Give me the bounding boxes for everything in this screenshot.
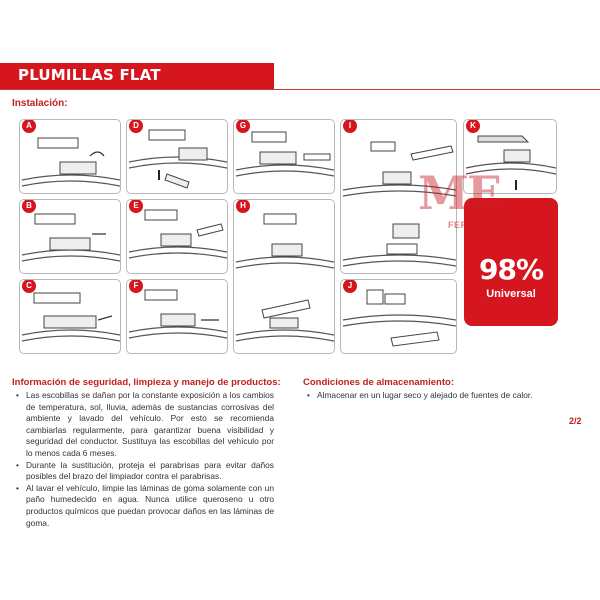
promo-text: Universal (486, 288, 536, 300)
step-panel-f: F (126, 279, 228, 354)
step-f-illustration (128, 289, 227, 339)
step-panel-c: C (19, 279, 121, 354)
step-g-illustration (235, 131, 334, 177)
storage-list: Almacenar en un lugar seco y alejado de … (307, 390, 557, 402)
promo-percent: 98% (478, 253, 544, 286)
safety-heading: Información de seguridad, limpieza y man… (12, 377, 281, 388)
step-label: C (22, 280, 36, 293)
step-label: J (343, 280, 357, 293)
header-bar (0, 63, 274, 90)
step-label: K (466, 120, 480, 133)
step-panel-a: A (19, 119, 121, 194)
step-panel-e: E (126, 199, 228, 274)
step-k-illustration (465, 135, 556, 190)
step-label: H (236, 200, 250, 213)
step-label: D (129, 120, 143, 133)
step-panel-j: J (340, 279, 457, 354)
step-panel-d: D (126, 119, 228, 194)
step-i-illustration (342, 141, 456, 267)
step-panel-g: G (233, 119, 335, 194)
safety-list: Las escobillas se dañan por la constante… (16, 390, 274, 529)
step-label: G (236, 120, 250, 133)
list-item: Las escobillas se dañan por la constante… (16, 390, 274, 460)
step-a-illustration (21, 137, 120, 187)
list-item: Al lavar el vehículo, limpie las láminas… (16, 483, 274, 529)
installation-heading: Instalación: (12, 98, 68, 109)
step-j-illustration (342, 289, 456, 347)
step-label: A (22, 120, 36, 133)
step-panel-b: B (19, 199, 121, 274)
step-e-illustration (128, 209, 227, 259)
header-divider (0, 89, 600, 90)
step-panel-h: H (233, 199, 335, 354)
step-label: B (22, 200, 36, 213)
step-label: I (343, 120, 357, 133)
step-b-illustration (21, 213, 120, 262)
step-label: E (129, 200, 143, 213)
step-h-illustration (235, 213, 334, 342)
step-label: F (129, 280, 143, 293)
storage-heading: Condiciones de almacenamiento: (303, 377, 454, 388)
page-number: 2/2 (569, 416, 582, 426)
universal-fit-badge: 98% Universal (464, 198, 558, 326)
step-d-illustration (128, 129, 227, 189)
step-panel-k: K (463, 119, 557, 194)
step-panel-i: I (340, 119, 457, 274)
list-item: Durante la sustitución, proteja el parab… (16, 460, 274, 483)
page-title: PLUMILLAS FLAT (18, 66, 161, 84)
step-c-illustration (21, 292, 120, 342)
list-item: Almacenar en un lugar seco y alejado de … (307, 390, 557, 402)
